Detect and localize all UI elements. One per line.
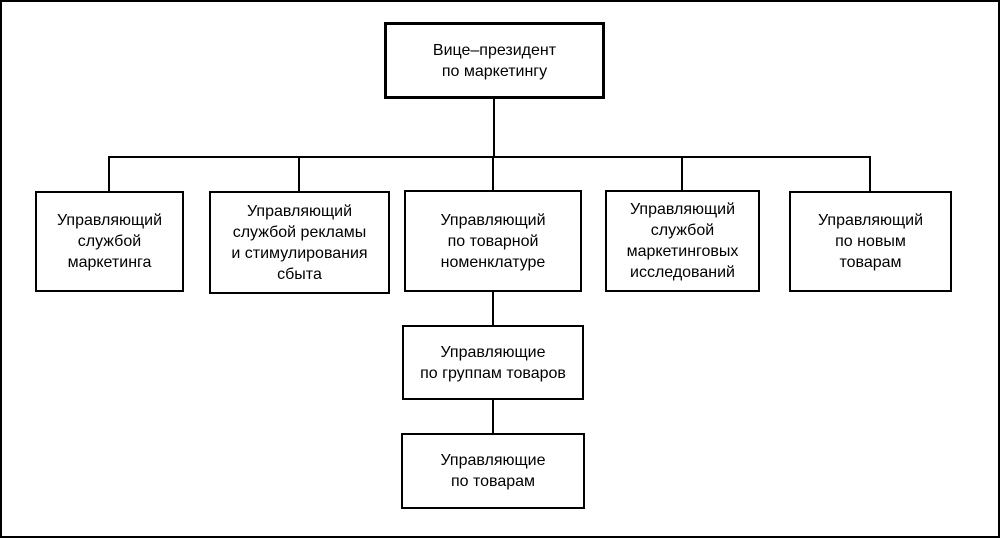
org-box-product-group-managers-label: Управляющие по группам товаров	[420, 343, 566, 382]
org-box-product-nomenclature-manager-label: Управляющий по товарной номенклатуре	[440, 211, 546, 271]
org-box-marketing-research-manager: Управляющий службой маркетинговых исслед…	[605, 190, 760, 292]
org-box-marketing-research-manager-label: Управляющий службой маркетинговых исслед…	[626, 201, 739, 281]
connector-drop-marketing-research	[681, 156, 683, 192]
org-box-product-managers-label: Управляющие по товарам	[440, 452, 546, 490]
connector-horizontal-bar	[108, 156, 871, 158]
connector-drop-new-products	[869, 156, 871, 192]
org-box-vp-marketing: Вице–президент по маркетингу	[384, 22, 605, 99]
org-box-new-products-manager: Управляющий по новым товарам	[789, 191, 952, 292]
connector-drop-marketing-service	[108, 156, 110, 192]
connector-nomenclature-to-groups	[492, 291, 494, 326]
org-box-advertising-sales-promotion-manager-label: Управляющий службой рекламы и стимулиров…	[231, 202, 368, 283]
org-box-product-managers: Управляющие по товарам	[401, 433, 585, 509]
org-box-product-group-managers: Управляющие по группам товаров	[402, 325, 584, 400]
org-box-marketing-service-manager-label: Управляющий службой маркетинга	[56, 212, 163, 271]
connector-drop-product-nomenclature	[492, 156, 494, 192]
connector-groups-to-products	[492, 399, 494, 434]
org-box-new-products-manager-label: Управляющий по новым товарам	[817, 212, 924, 271]
org-box-marketing-service-manager: Управляющий службой маркетинга	[35, 191, 184, 292]
org-box-advertising-sales-promotion-manager: Управляющий службой рекламы и стимулиров…	[209, 191, 390, 294]
connector-drop-advertising-promotion	[298, 156, 300, 192]
org-box-vp-marketing-label: Вице–президент по маркетингу	[432, 41, 557, 80]
org-box-product-nomenclature-manager: Управляющий по товарной номенклатуре	[404, 190, 582, 292]
connector-vp-stem	[493, 98, 495, 158]
